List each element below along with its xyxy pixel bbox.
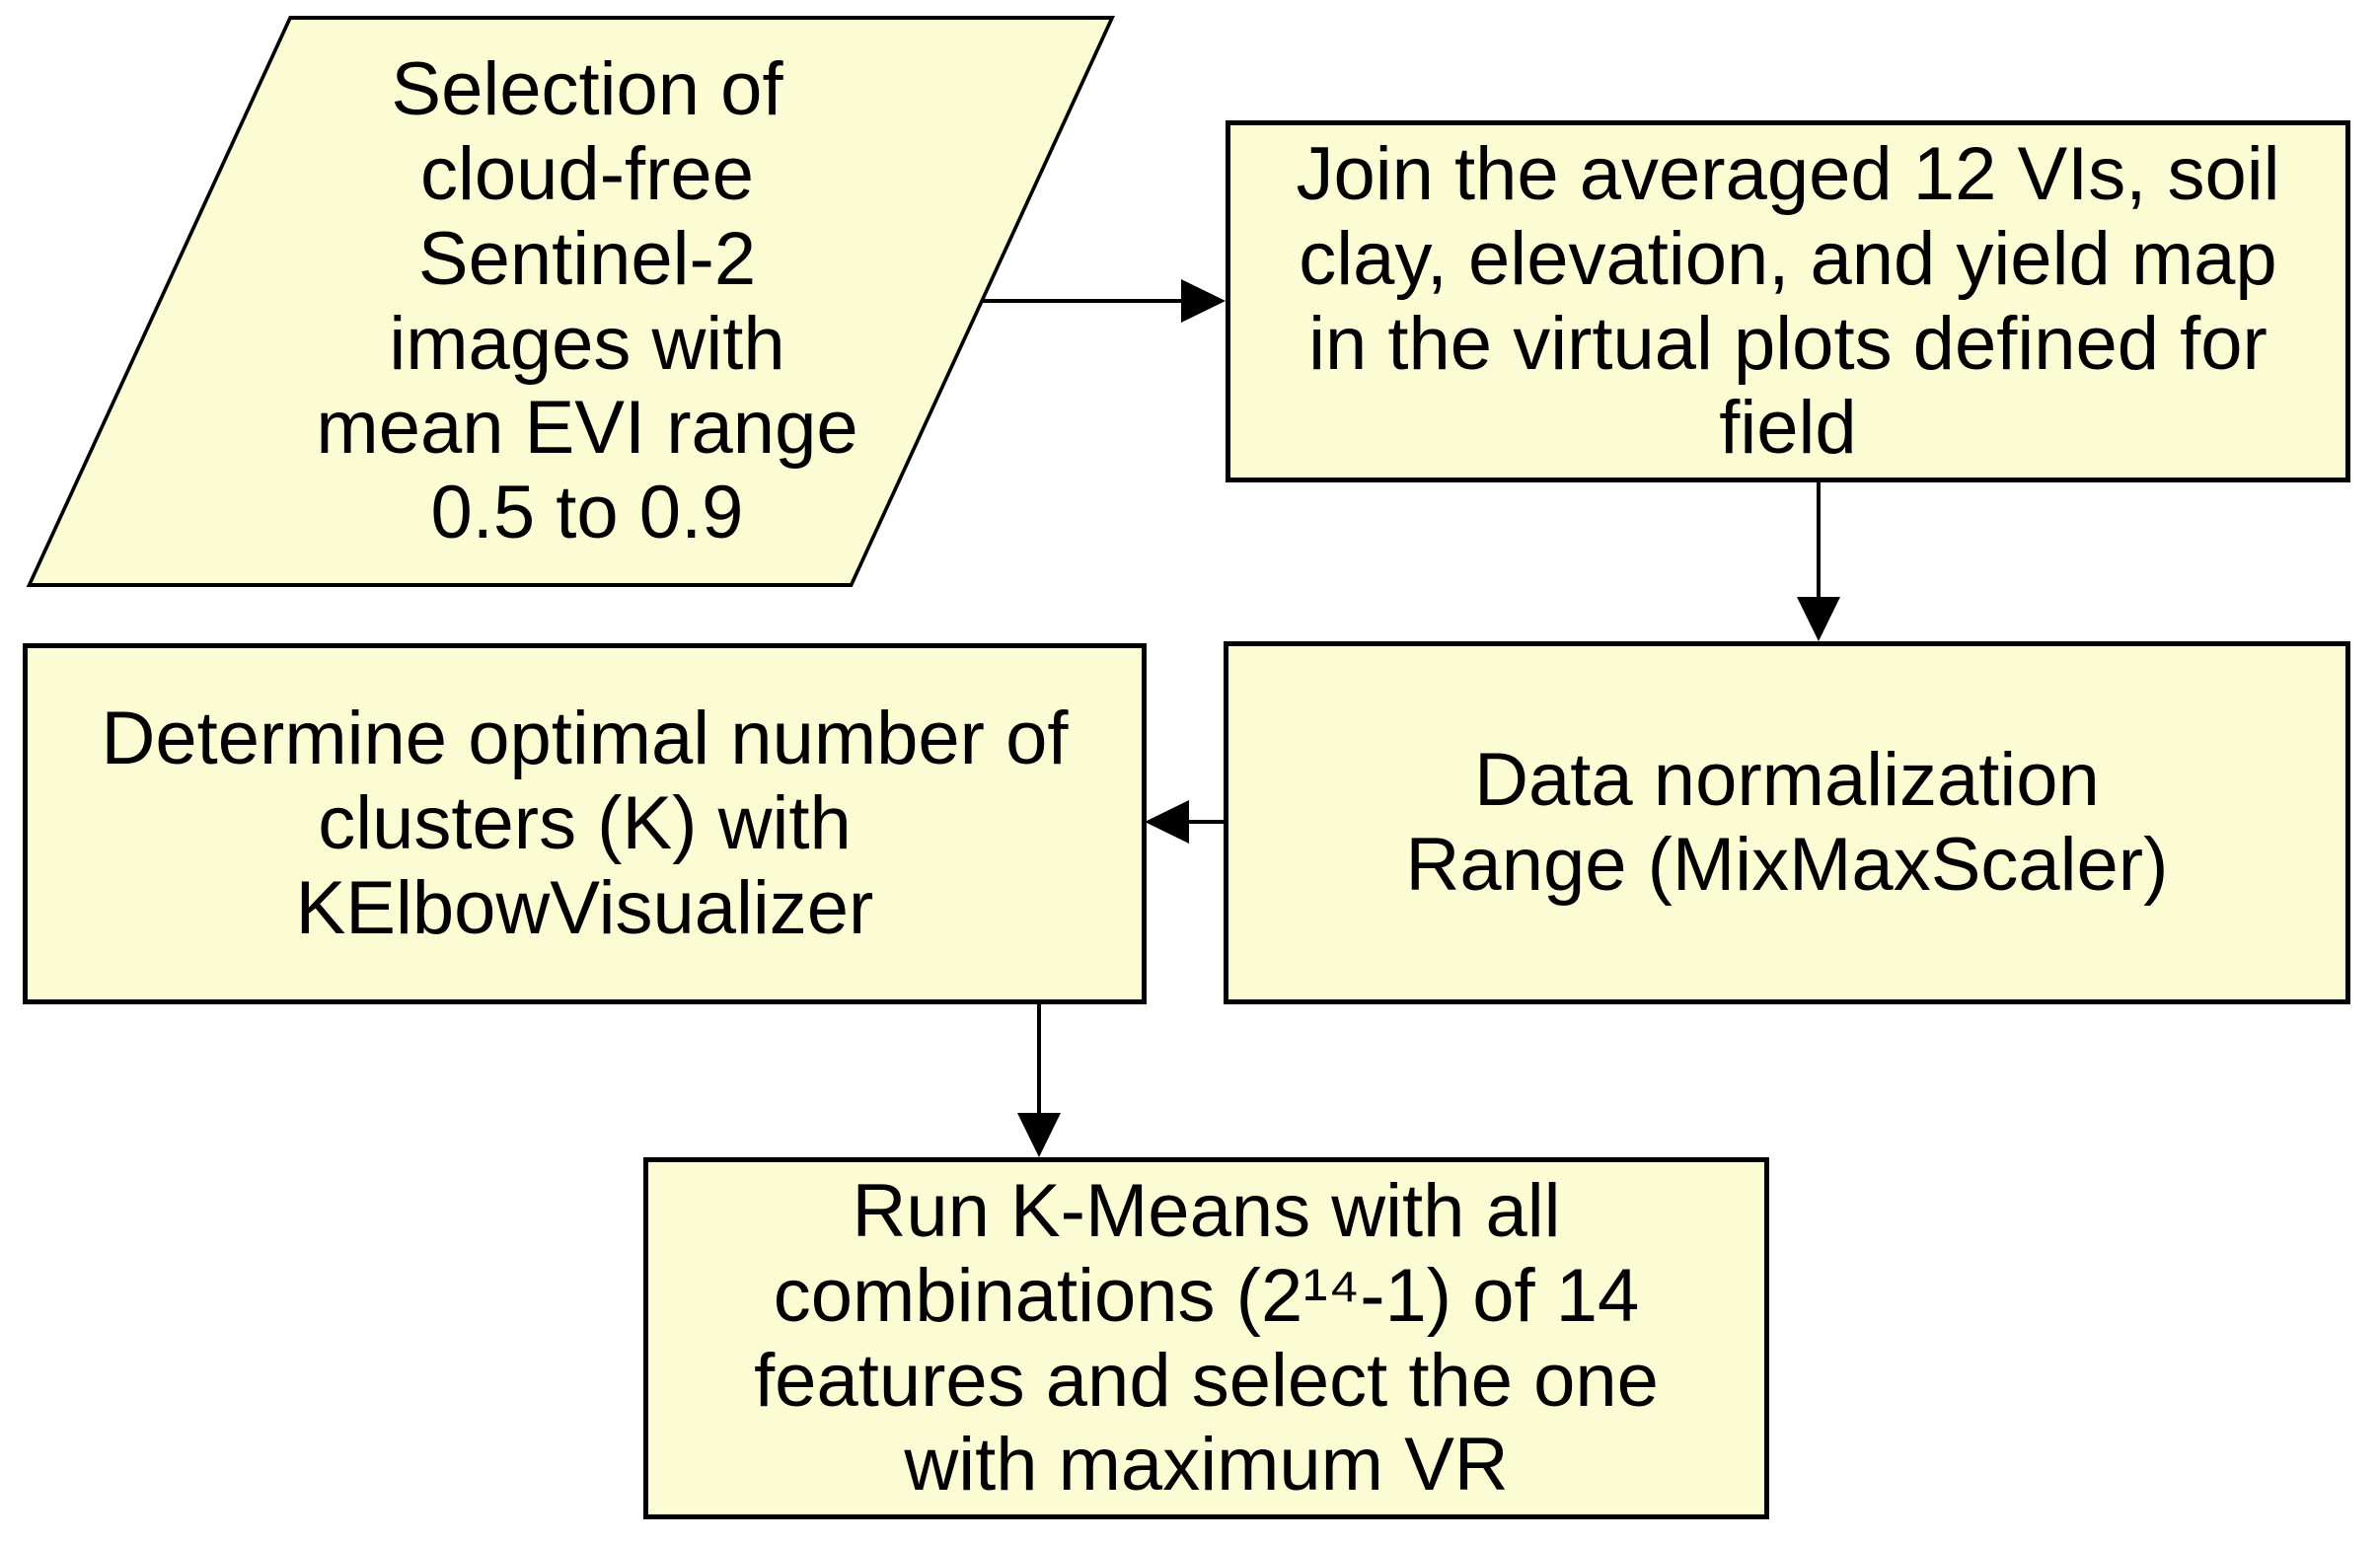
node-run-kmeans-label: Run K-Means with all combinations (2¹⁴-1… (754, 1168, 1659, 1507)
node-run-kmeans-box: Run K-Means with all combinations (2¹⁴-1… (643, 1157, 1769, 1519)
arrow-normalization-to-determine-line (1187, 820, 1225, 824)
arrow-determine-to-run-line (1037, 1003, 1041, 1115)
arrow-selection-to-join-head-icon (1181, 279, 1226, 323)
node-determine-box: Determine optimal number of clusters (K)… (23, 643, 1147, 1004)
arrow-determine-to-run-head-icon (1017, 1113, 1061, 1157)
arrow-join-to-normalization-line (1817, 482, 1821, 601)
node-normalization-box: Data normalization Range (MixMaxScaler) (1224, 641, 2350, 1004)
node-normalization-label: Data normalization Range (MixMaxScaler) (1405, 738, 2169, 907)
arrow-join-to-normalization-head-icon (1797, 597, 1840, 641)
node-determine-label: Determine optimal number of clusters (K)… (101, 697, 1069, 950)
node-join-label: Join the averaged 12 VIs, soil clay, ele… (1296, 131, 2280, 471)
arrow-selection-to-join-line (983, 299, 1185, 303)
node-selection-label-wrap: Selection of cloud-free Sentinel-2 image… (39, 16, 1135, 587)
node-selection-label: Selection of cloud-free Sentinel-2 image… (316, 46, 858, 555)
arrow-normalization-to-determine-head-icon (1145, 800, 1189, 844)
node-join-box: Join the averaged 12 VIs, soil clay, ele… (1226, 120, 2350, 482)
